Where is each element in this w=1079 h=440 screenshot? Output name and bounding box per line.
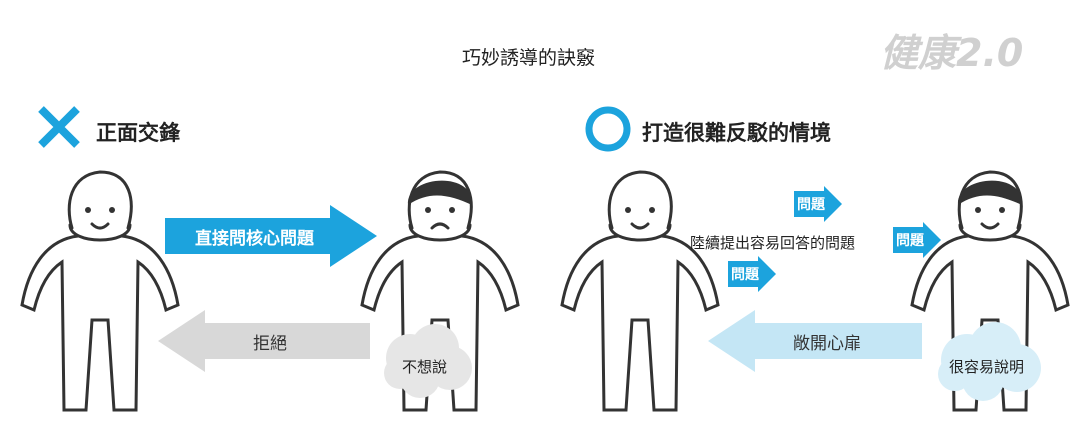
- arrow-back-left: 拒絕: [158, 310, 370, 372]
- logo: 健康2.0: [880, 31, 1024, 75]
- person-listener-right: [910, 170, 1070, 412]
- cloud-label: 很容易說明: [949, 358, 1025, 376]
- title: 巧妙誘導的訣竅: [462, 47, 596, 69]
- circle-icon: [584, 105, 632, 153]
- small-arrow-label: 問題: [896, 233, 924, 249]
- small-arrow-label: 問題: [797, 197, 825, 213]
- person-asker-right: [560, 170, 720, 412]
- middle-text: 陸續提出容易回答的問題: [690, 234, 856, 252]
- right-heading: 打造很難反駁的情境: [642, 121, 831, 145]
- arrow-back-label: 拒絕: [253, 334, 287, 354]
- arrow-forward-label: 直接問核心問題: [195, 229, 314, 249]
- arrow-back-right: 敞開心扉: [708, 310, 922, 372]
- thought-cloud-left: 不想說: [380, 318, 475, 400]
- arrow-forward-left: 直接問核心問題: [165, 205, 377, 267]
- person-asker-left: [20, 170, 180, 412]
- cross-icon: [36, 104, 82, 150]
- thought-cloud-right: 很容易說明: [935, 318, 1047, 402]
- left-heading: 正面交鋒: [96, 121, 180, 145]
- small-arrow-label: 問題: [731, 267, 759, 283]
- cloud-label: 不想說: [402, 358, 448, 376]
- small-arrow-bottom: 問題: [728, 256, 776, 292]
- small-arrow-middle: 問題: [893, 222, 941, 258]
- arrow-back-label: 敞開心扉: [793, 334, 861, 354]
- person-listener-left: [360, 170, 520, 412]
- small-arrow-top: 問題: [794, 186, 842, 222]
